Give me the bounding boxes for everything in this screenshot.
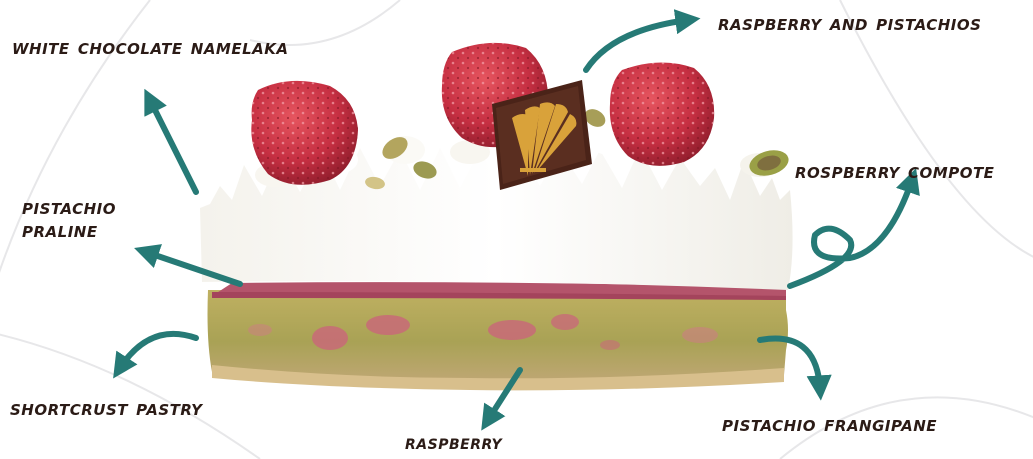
arrow-raspberry-compote <box>787 168 920 289</box>
shortcrust-pastry-layer <box>212 365 784 391</box>
raspberry-left <box>251 80 358 185</box>
label-raspberry-compote: ROSPBERRY COMPOTE <box>795 159 995 184</box>
arrow-raspberry-and-pistachios <box>583 9 701 73</box>
raspberry-fruit <box>251 42 715 185</box>
label-pistachio-frangipane: PISTACHIO FRANGIPANE <box>722 412 938 437</box>
label-raspberry-and-pistachios: RASPBERRY AND PISTACHIOS <box>718 11 982 36</box>
gold-fan-logo <box>512 102 577 176</box>
raspberry-praline-layer <box>212 282 786 300</box>
arrow-shortcrust-pastry <box>113 330 199 379</box>
pistachio-frangipane-layer <box>207 290 788 385</box>
chocolate-plaque <box>492 80 592 190</box>
label-raspberry: RASPBERRY <box>405 430 503 454</box>
label-pistachio-praline: PISTACHIO PRALINE <box>22 195 116 244</box>
arrow-raspberry <box>481 367 523 431</box>
arrow-pistachio-frangipane <box>757 335 832 401</box>
arrow-pistachio-praline <box>134 244 243 287</box>
arrow-white-chocolate-namelaka <box>144 88 199 195</box>
arrows <box>113 9 920 431</box>
label-shortcrust-pastry: SHORTCRUST PASTRY <box>10 396 203 421</box>
raspberry-right <box>609 62 715 166</box>
label-white-chocolate-namelaka: WHITE CHOCOLATE NAMELAKA <box>12 35 289 60</box>
